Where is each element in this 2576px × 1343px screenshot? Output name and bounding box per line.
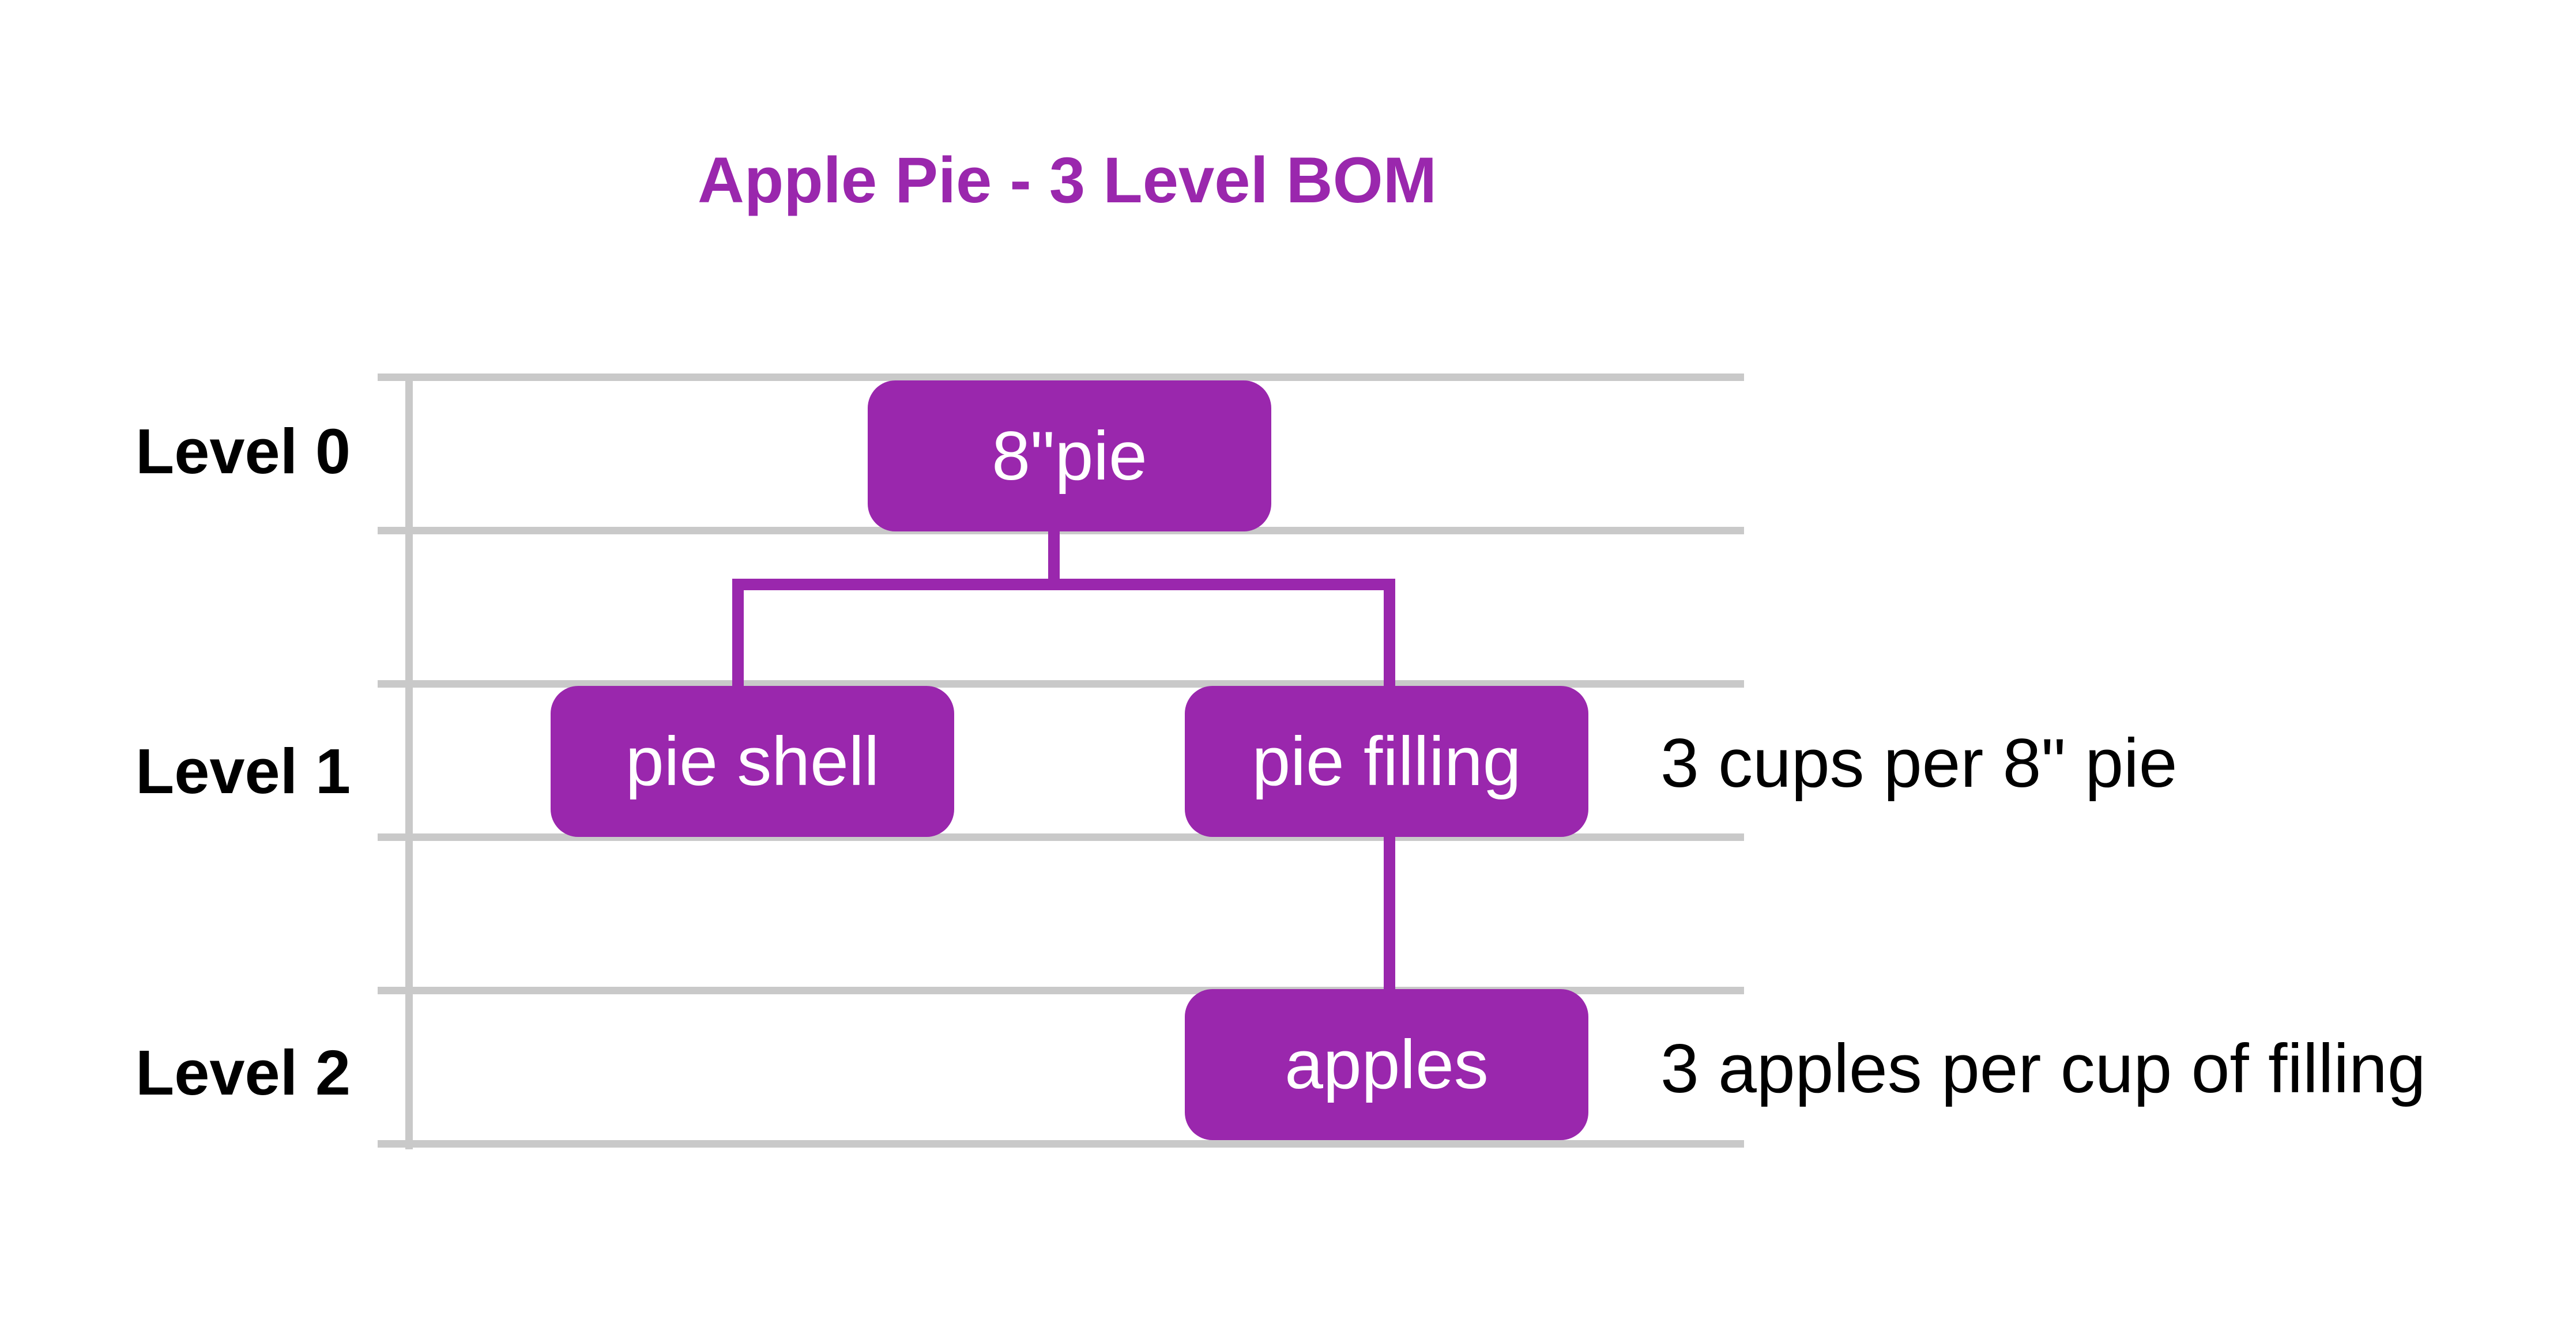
- node-pie-shell-label: pie shell: [625, 723, 880, 800]
- node-pie-label: 8"pie: [992, 417, 1147, 495]
- connector-horizontal: [732, 579, 1395, 590]
- connector-shell-branch: [732, 579, 744, 694]
- node-pie-filling: pie filling: [1185, 686, 1588, 837]
- grid-line: [378, 680, 1744, 688]
- node-apples-label: apples: [1285, 1026, 1489, 1103]
- connector-filling-branch: [1384, 579, 1395, 694]
- node-apples: apples: [1185, 989, 1588, 1140]
- note-level-1: 3 cups per 8" pie: [1660, 725, 2178, 802]
- note-level-2: 3 apples per cup of filling: [1660, 1030, 2426, 1107]
- level-0-label: Level 0: [135, 416, 351, 487]
- level-2-label: Level 2: [135, 1038, 351, 1108]
- node-pie: 8"pie: [868, 380, 1271, 531]
- level-1-label: Level 1: [135, 736, 351, 807]
- diagram-title: Apple Pie - 3 Level BOM: [698, 144, 1437, 216]
- vertical-axis-line: [405, 376, 413, 1149]
- connector-pie-down: [1048, 525, 1060, 588]
- connector-filling-apples: [1384, 830, 1395, 997]
- grid-line: [378, 1140, 1744, 1148]
- grid-line: [378, 374, 1744, 381]
- node-pie-shell: pie shell: [551, 686, 954, 837]
- node-pie-filling-label: pie filling: [1252, 723, 1522, 800]
